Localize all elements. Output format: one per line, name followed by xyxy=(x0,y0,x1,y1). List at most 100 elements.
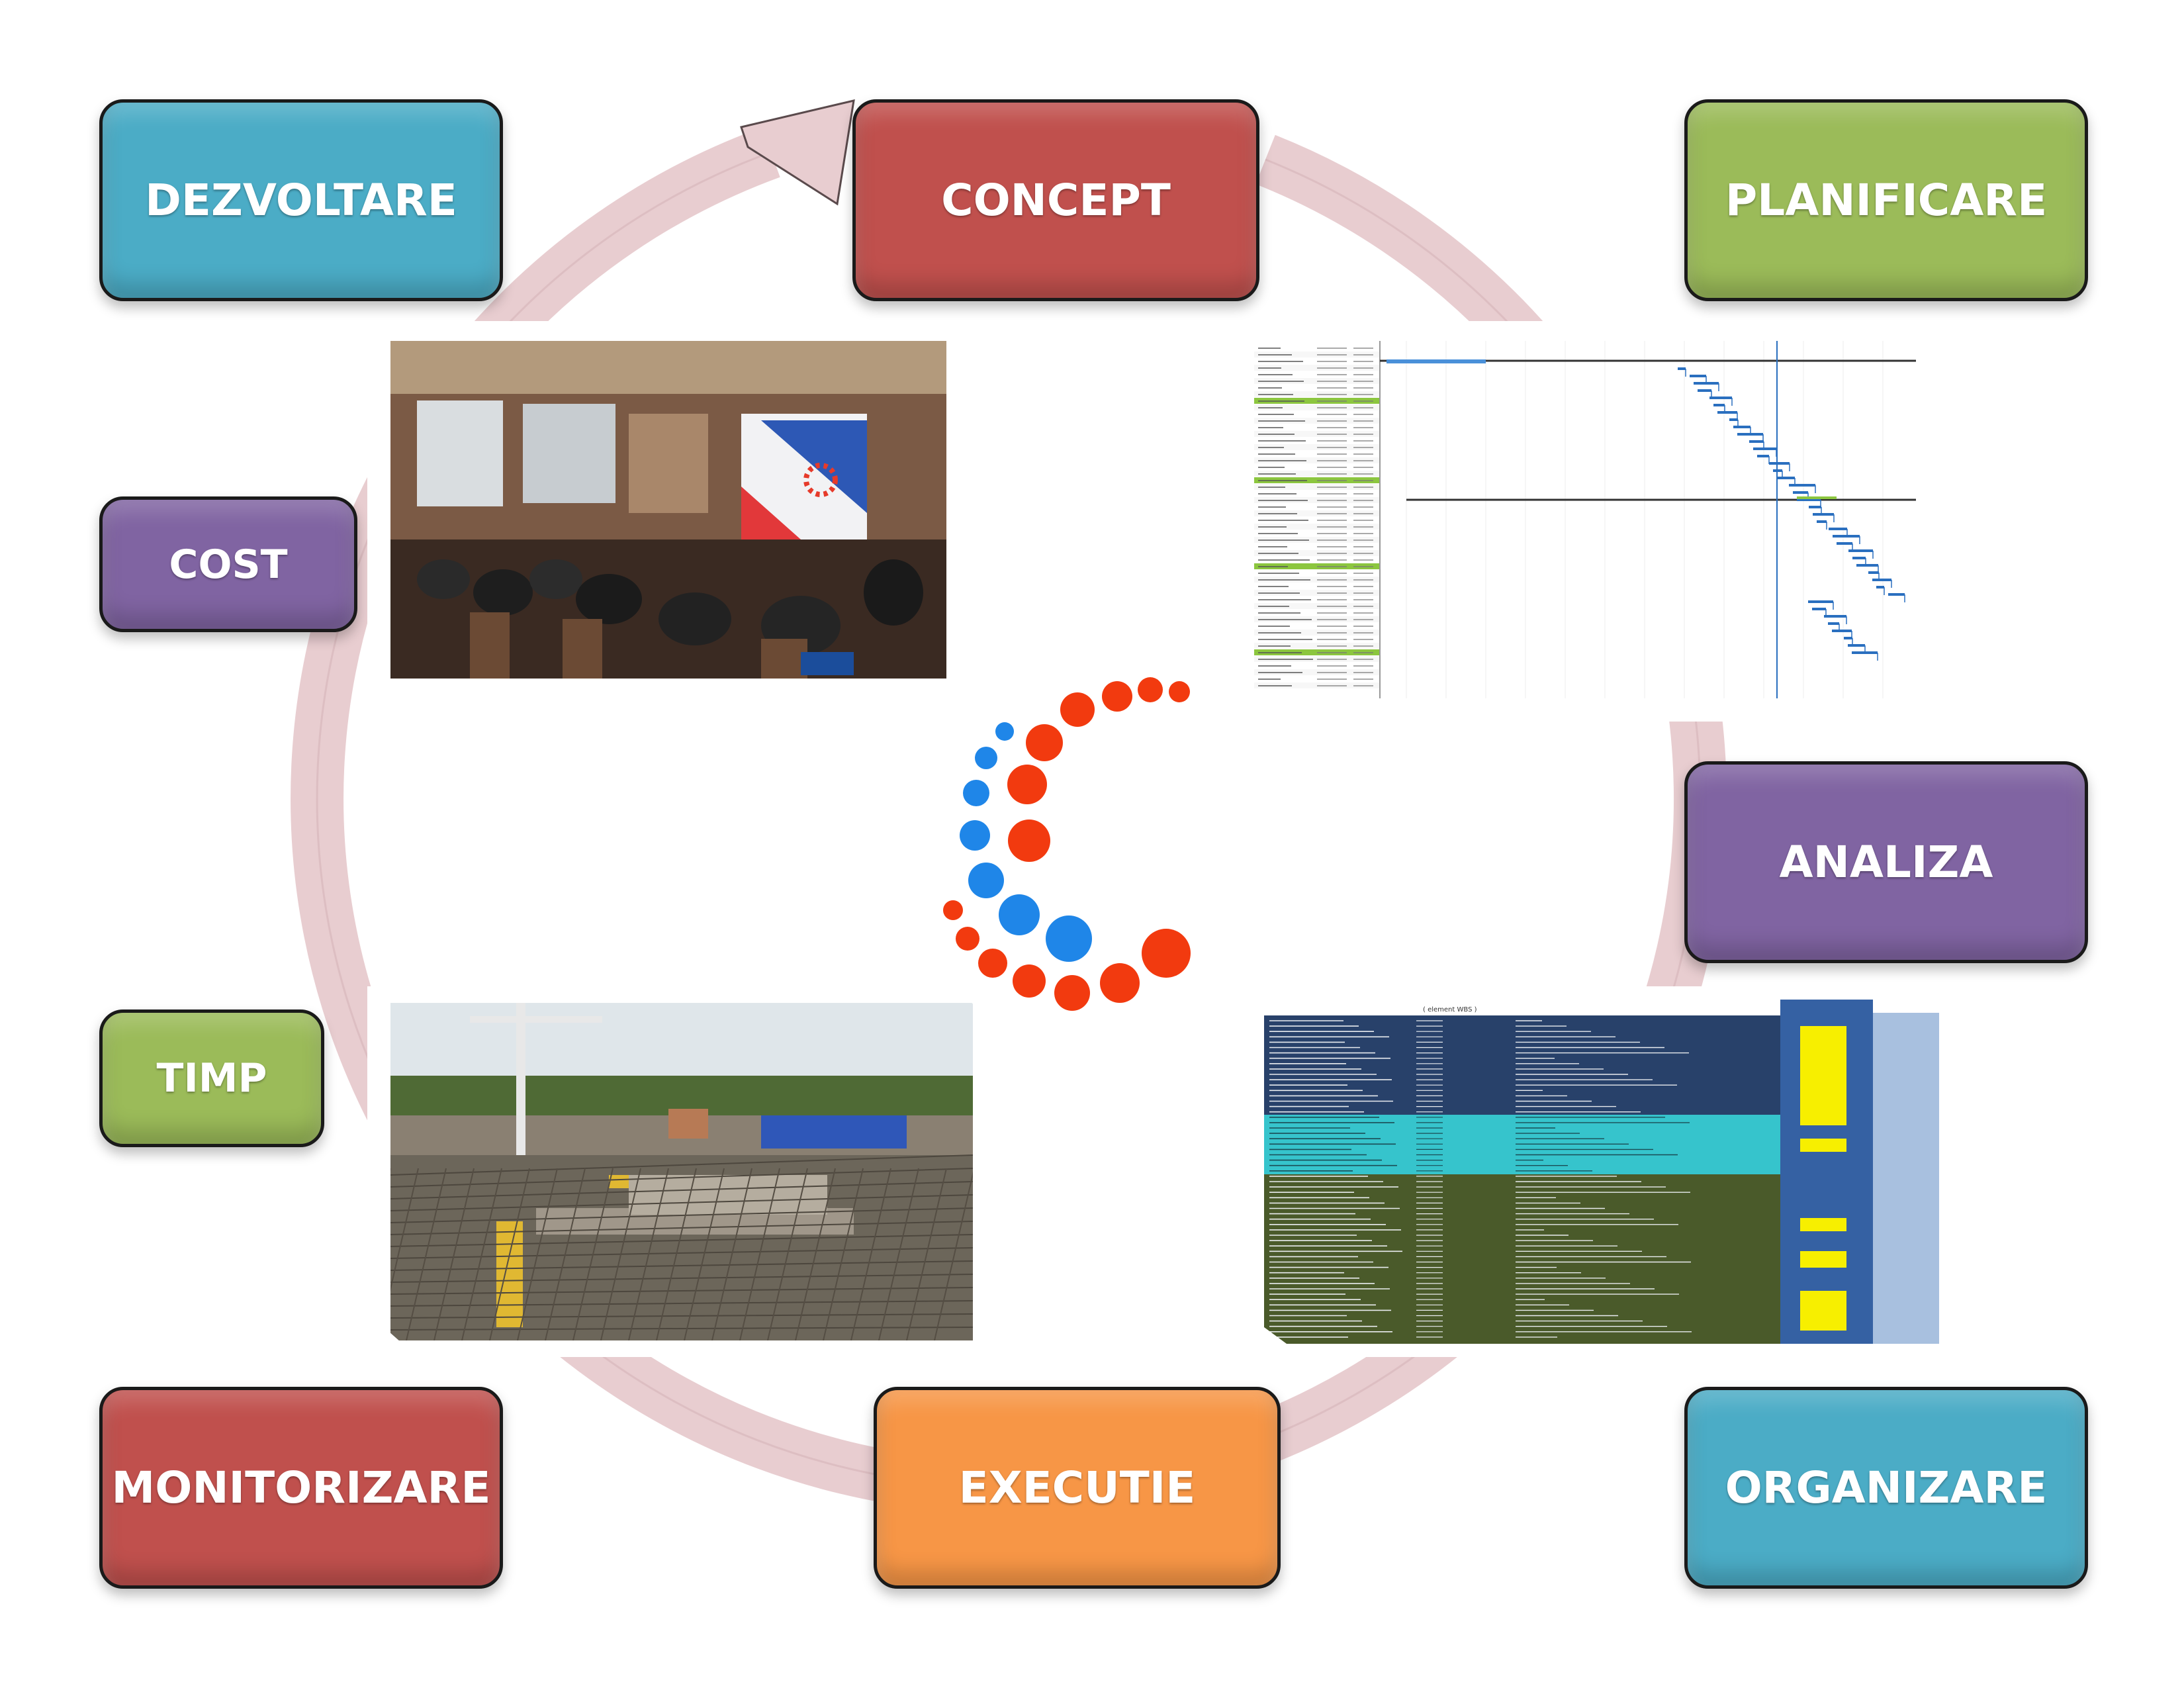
logo-dot xyxy=(956,927,979,951)
dezvoltare-label: DEZVOLTARE xyxy=(145,175,457,226)
gantt-bar xyxy=(1848,644,1865,647)
gantt-bar xyxy=(1690,375,1706,377)
logo-dot xyxy=(1046,915,1092,962)
spreadsheet-image: ( element WBS ) xyxy=(1264,1000,1952,1344)
gantt-bar xyxy=(1797,498,1821,501)
rebar-line xyxy=(628,1168,669,1340)
logo-dot xyxy=(1007,765,1047,804)
planificare-box: PLANIFICARE xyxy=(1684,99,2088,301)
rebar-line xyxy=(461,1168,502,1340)
gantt-bar xyxy=(1717,411,1737,414)
gantt-bar xyxy=(1678,367,1686,370)
meeting-room-image xyxy=(390,341,946,679)
rebar-line xyxy=(739,1168,780,1340)
logo-dot xyxy=(1054,975,1090,1011)
gantt-bar xyxy=(1817,520,1827,523)
rebar-line xyxy=(934,1168,973,1340)
analiza-label: ANALIZA xyxy=(1779,837,1993,888)
gantt-bar xyxy=(1848,549,1873,552)
cost-label: COST xyxy=(169,541,288,588)
cost-box: COST xyxy=(99,496,357,632)
logo-dot xyxy=(975,747,997,769)
gantt-bar xyxy=(1753,447,1776,450)
dezvoltare-box: DEZVOLTARE xyxy=(99,99,503,301)
gantt-bar xyxy=(1698,389,1711,392)
gantt-bar xyxy=(1789,484,1815,487)
rebar-line xyxy=(390,1247,973,1259)
spreadsheet-screenshot: ( element WBS ) xyxy=(1244,986,1999,1357)
rebar-line xyxy=(684,1168,725,1340)
logo-dot xyxy=(999,894,1040,935)
gantt-bar xyxy=(1832,630,1852,632)
dotted-c-logo-icon xyxy=(943,677,1191,1011)
planificare-label: PLANIFICARE xyxy=(1725,175,2048,226)
construction-site-image xyxy=(390,1003,973,1340)
construction-photo xyxy=(367,986,996,1357)
gantt-bar xyxy=(1828,622,1839,625)
analiza-box: ANALIZA xyxy=(1684,761,2088,963)
gantt-bar xyxy=(1777,477,1795,479)
organizare-label: ORGANIZARE xyxy=(1725,1462,2048,1513)
concept-box: CONCEPT xyxy=(852,99,1259,301)
gantt-bar xyxy=(1808,600,1833,603)
rebar-line xyxy=(489,1168,530,1340)
executie-label: EXECUTIE xyxy=(958,1462,1196,1513)
gantt-bar xyxy=(1872,579,1891,581)
rebar-line xyxy=(545,1168,586,1340)
logo-dot xyxy=(1013,964,1046,998)
gantt-bar xyxy=(1812,608,1826,610)
gantt-bar xyxy=(1797,496,1837,499)
rebar-line xyxy=(711,1168,752,1340)
rebar-line xyxy=(390,1194,973,1211)
rebar-line xyxy=(767,1168,808,1340)
rebar-line xyxy=(823,1168,864,1340)
gantt-bar xyxy=(1844,637,1852,639)
gantt-bar xyxy=(1694,382,1719,385)
rebar-line xyxy=(390,1260,973,1271)
rebar-line xyxy=(390,1168,973,1188)
logo-dot xyxy=(1026,724,1063,761)
gantt-bar xyxy=(1769,462,1790,465)
rebar-line xyxy=(390,1327,973,1331)
gantt-chart-screenshot xyxy=(1228,321,1995,722)
gantt-bar xyxy=(1833,535,1860,538)
gantt-bar xyxy=(1387,359,1486,363)
logo-dot xyxy=(1100,963,1140,1003)
meeting-photo xyxy=(367,321,970,712)
logo-dot xyxy=(978,949,1007,978)
logo-dot xyxy=(968,863,1004,898)
logo-dot xyxy=(995,722,1014,741)
gantt-bar xyxy=(1749,440,1764,443)
logo-dot xyxy=(1102,681,1132,712)
logo-dot xyxy=(960,820,990,851)
gantt-bar xyxy=(1729,418,1738,421)
gantt-bar xyxy=(1733,426,1751,428)
sheet-highlight-cell xyxy=(1800,1218,1846,1231)
rebar-line xyxy=(390,1207,973,1223)
gantt-bar xyxy=(1837,542,1852,545)
timp-label: TIMP xyxy=(156,1055,267,1102)
rebar-line xyxy=(390,1274,973,1283)
gantt-bar xyxy=(1852,557,1866,559)
rebar-line xyxy=(795,1168,836,1340)
logo-dot xyxy=(943,900,963,920)
spreadsheet-header-label: ( element WBS ) xyxy=(1423,1006,1477,1013)
gantt-bar xyxy=(1793,491,1808,494)
sheet-highlight-cell xyxy=(1800,1026,1846,1125)
logo-dot xyxy=(1008,820,1050,862)
gantt-bar xyxy=(1888,593,1905,596)
gantt-image xyxy=(1254,341,1916,698)
logo-dot xyxy=(963,780,989,806)
rebar-line xyxy=(390,1168,419,1340)
rebar-line xyxy=(390,1154,973,1176)
rebar-line xyxy=(390,1300,973,1307)
rebar-line xyxy=(572,1168,614,1340)
gantt-bar xyxy=(1876,586,1884,588)
gantt-bar xyxy=(1824,615,1846,618)
logo-dot xyxy=(1138,677,1163,702)
rebar-line xyxy=(390,1287,973,1295)
executie-box: EXECUTIE xyxy=(874,1387,1281,1589)
gantt-bar xyxy=(1713,404,1725,406)
gantt-bar xyxy=(1856,564,1878,567)
